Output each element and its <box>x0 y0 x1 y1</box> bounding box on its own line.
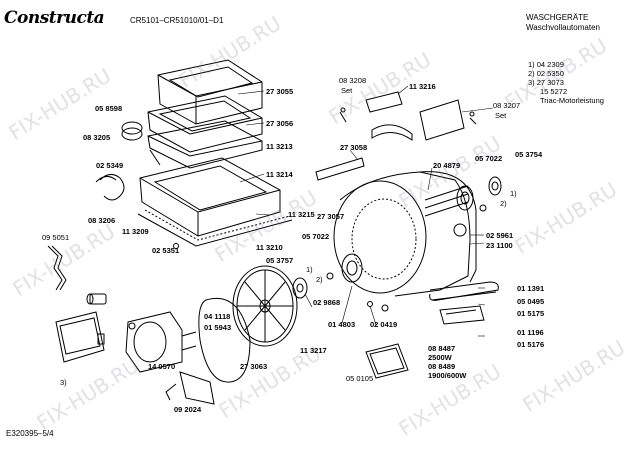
note-line: 15 5272 <box>540 87 568 96</box>
cover-plate-part <box>365 343 409 379</box>
part-label: 01 5175 <box>517 309 545 318</box>
part-label: 20 4879 <box>433 161 461 170</box>
top-cover-part <box>157 59 263 125</box>
note-line: 1) 04 2309 <box>528 60 564 69</box>
note-line: Triac-Motorleistung <box>540 96 604 105</box>
footnote-marker: 3) <box>60 378 67 387</box>
drum-part <box>333 171 477 297</box>
footnote-marker: 1) <box>306 265 313 274</box>
part-label: 09 5051 <box>42 233 70 242</box>
footnote-marker: 2) <box>316 275 323 284</box>
bottom-plate-part <box>137 209 293 247</box>
part-label: 08 3207 <box>493 101 521 110</box>
pulley-wheel-part <box>232 265 298 347</box>
part-label: 09 2024 <box>174 405 202 414</box>
capacitor-part <box>86 293 107 305</box>
part-label: 27 3055 <box>266 87 294 96</box>
part-label: 05 0105 <box>346 374 374 383</box>
part-label: 08 8489 <box>428 362 456 371</box>
category-title: WASCHGERÄTE <box>526 13 589 22</box>
screws-part <box>173 243 389 312</box>
bracket-set-part <box>339 91 477 141</box>
bearing-assembly-left <box>292 253 363 299</box>
part-label: 27 3058 <box>340 143 368 152</box>
part-label: 11 3210 <box>256 243 283 252</box>
power-rating: 2500W <box>428 353 452 362</box>
part-label: 01 4803 <box>328 320 356 329</box>
drive-belt-part <box>198 298 251 383</box>
model-codes: CR5101–CR51010/01–D1 <box>130 16 224 25</box>
motor-module-part <box>55 311 105 363</box>
base-tray-part <box>139 157 281 237</box>
part-label: 11 3215 <box>288 210 315 219</box>
part-label: 14 0570 <box>148 362 176 371</box>
hose-part <box>95 121 161 201</box>
part-label: 05 3754 <box>515 150 543 159</box>
part-label: 05 3757 <box>266 256 294 265</box>
footnote-marker: 1) <box>510 189 517 198</box>
part-label: 08 3208 <box>339 76 367 85</box>
brand-logo: Constructa <box>4 8 105 28</box>
part-label: 08 3206 <box>88 216 116 225</box>
part-label: 01 5943 <box>204 323 232 332</box>
power-rating: 1900/600W <box>428 371 467 380</box>
part-label: 11 3213 <box>266 142 293 151</box>
footnote-marker: 2) <box>500 199 507 208</box>
part-label: 11 3217 <box>300 346 327 355</box>
part-label: 11 3214 <box>266 170 293 179</box>
part-label: 27 3063 <box>240 362 268 371</box>
middle-frame-part <box>147 120 263 169</box>
part-label: 05 7022 <box>475 154 503 163</box>
part-label: 01 1391 <box>517 284 545 293</box>
part-label: 05 7022 <box>302 232 330 241</box>
set-label: Set <box>341 86 353 95</box>
leader-lines <box>237 85 494 337</box>
upper-frame-part <box>147 95 263 153</box>
part-label: 04 1118 <box>204 312 231 321</box>
heater-element-part <box>429 281 499 325</box>
part-label: 27 3057 <box>317 212 345 221</box>
part-label: 23 1100 <box>486 241 513 250</box>
part-label: 08 3205 <box>83 133 111 142</box>
part-label: 08 8487 <box>428 344 456 353</box>
part-label: 05 0495 <box>517 297 545 306</box>
drawing-id: E320395–5/4 <box>6 429 54 438</box>
wire-harness-part <box>47 245 67 291</box>
control-panel-strip <box>315 157 365 181</box>
category-subtitle: Waschvollautomaten <box>526 23 600 32</box>
set-label: Set <box>495 111 507 120</box>
part-label: 02 5961 <box>486 231 514 240</box>
part-label: 05 8598 <box>95 104 123 113</box>
part-label: 02 5349 <box>96 161 124 170</box>
part-label: 11 3209 <box>122 227 149 236</box>
part-label: 02 0419 <box>370 320 398 329</box>
motor-part <box>125 311 197 373</box>
part-label: 02 9868 <box>313 298 341 307</box>
triac-cable-part <box>165 371 215 405</box>
bearing-assembly-right <box>456 176 502 212</box>
note-line: 3) 27 3073 <box>528 78 564 87</box>
part-label: 11 3216 <box>409 82 436 91</box>
part-label: 01 5176 <box>517 340 545 349</box>
part-label: 02 5351 <box>152 246 180 255</box>
part-label: 01 1196 <box>517 328 544 337</box>
part-label: 27 3056 <box>266 119 294 128</box>
note-line: 2) 02 5350 <box>528 69 564 78</box>
